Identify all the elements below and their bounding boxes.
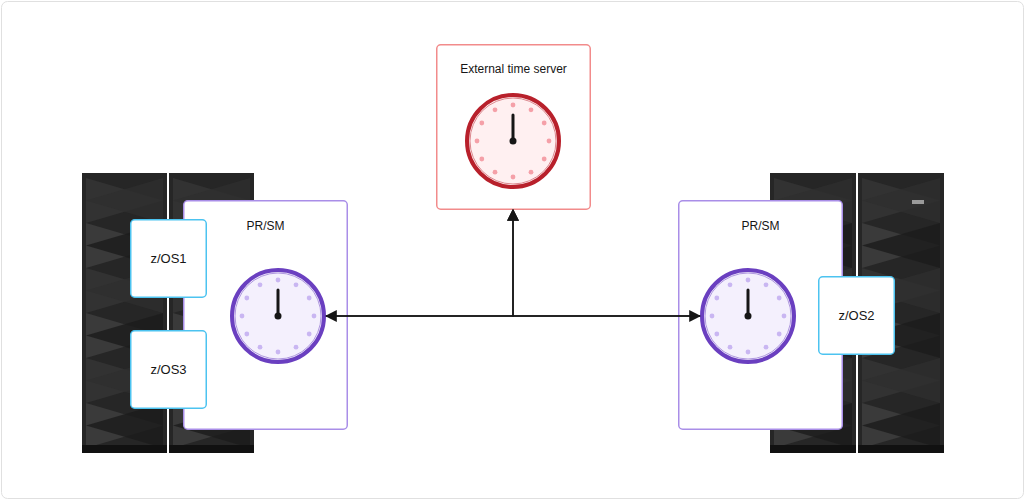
rack-facet <box>862 223 940 268</box>
node-label: PR/SM <box>741 219 779 233</box>
node-label: PR/SM <box>246 219 284 233</box>
rack-facet <box>86 403 163 448</box>
node-label: z/OS3 <box>150 362 186 377</box>
sync-link <box>513 210 700 316</box>
node-label: z/OS1 <box>150 251 186 266</box>
logo-badge <box>912 200 924 204</box>
box-outline <box>437 45 591 210</box>
rack-frame <box>82 173 167 453</box>
rack-facet <box>862 178 940 223</box>
sync-link <box>326 210 513 316</box>
rack-facet <box>862 358 940 403</box>
rack-facet <box>86 178 163 223</box>
server-box: External time server <box>436 44 591 210</box>
hypervisor-box: PR/SM <box>183 200 348 430</box>
os-box-outline <box>131 331 207 409</box>
os-box: z/OS3 <box>130 330 207 409</box>
os-box: z/OS1 <box>130 219 207 298</box>
rack-base <box>858 445 944 453</box>
rack-facet <box>86 403 163 448</box>
box-outline <box>184 201 348 430</box>
rack-facet <box>862 403 940 448</box>
os-box: z/OS2 <box>818 276 895 355</box>
rack-base <box>770 445 856 453</box>
rack-base <box>169 445 254 453</box>
rack-base <box>82 445 167 453</box>
rack-facet <box>862 178 940 223</box>
node-label: z/OS2 <box>838 308 874 323</box>
clock-icon <box>467 95 559 187</box>
box-outline <box>679 201 843 430</box>
os-box-outline <box>131 220 207 298</box>
hypervisor-box: PR/SM <box>678 200 843 430</box>
rack-facet <box>862 223 940 268</box>
clock-icon <box>702 270 794 362</box>
rack-facet <box>862 403 940 448</box>
clock-icon <box>232 270 324 362</box>
rack-facet <box>862 358 940 403</box>
os-box-outline <box>819 277 895 355</box>
node-label: External time server <box>460 62 567 76</box>
rack-facet <box>86 178 163 223</box>
